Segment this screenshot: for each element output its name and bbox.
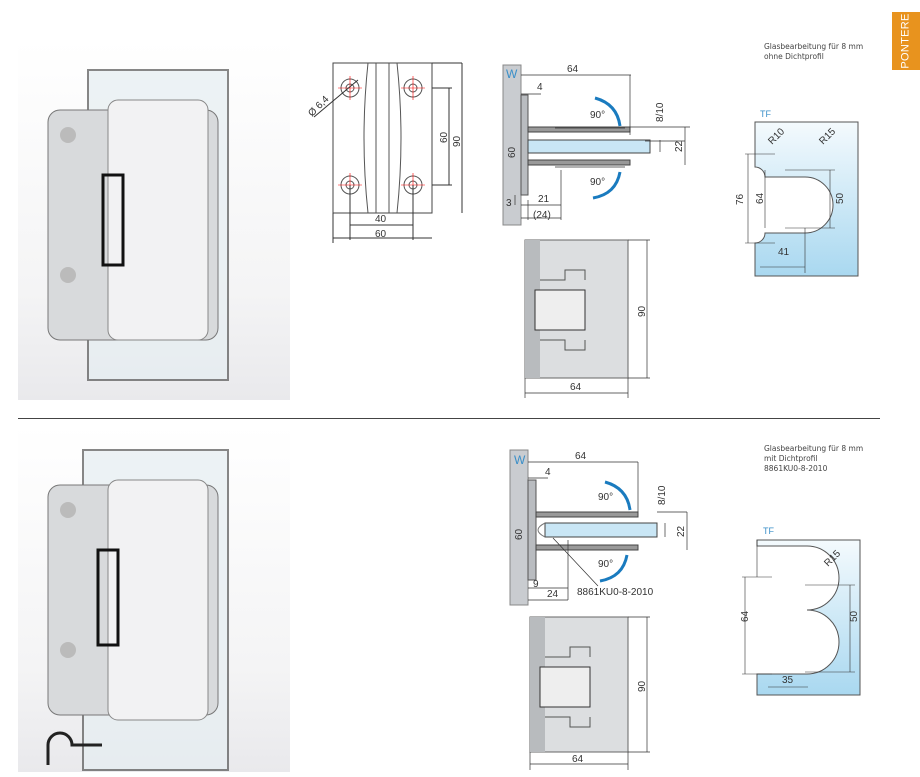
dim-90: 90 [452,135,463,147]
glass-note-bottom: Glasbearbeitung für 8 mm mit Dichtprofil… [764,444,863,474]
note-line: 8861KU0-8-2010 [764,464,828,473]
dim-41: 41 [778,247,790,258]
note-line: mit Dichtprofil [764,454,818,463]
dim-width: 64 [572,754,584,765]
dim-height: 90 [637,305,648,317]
section-tab[interactable]: PONTERE [892,12,920,70]
dim-76: 76 [735,193,746,205]
angle-down: 90° [598,559,613,570]
part-number-label: 8861KU0-8-2010 [577,587,654,598]
front-view-drawing: Ø 6,4 60 90 40 60 [306,62,463,243]
dim-24: 24 [547,589,559,600]
dim-width: 64 [570,382,582,393]
dim-40: 40 [375,214,387,225]
note-line: ohne Dichtprofil [764,52,824,61]
dim-height: 90 [637,680,648,692]
angle-up: 90° [598,492,613,503]
side-view-top: W 64 4 90° 90° 60 8/10 22 3 21 (24) [502,64,690,226]
section-divider [18,418,880,419]
note-line: Glasbearbeitung für 8 mm [764,42,864,51]
angle-down: 90° [590,177,605,188]
hinge-photo-bottom [18,425,290,772]
dim-21: 21 [538,194,550,205]
wall-label: W [506,67,518,81]
wall-label: W [514,453,526,467]
dim-60-width: 60 [375,229,387,240]
dim-length: 64 [575,451,587,462]
dim-height: 60 [507,146,518,158]
hole-diameter: Ø 6,4 [306,94,331,119]
cutout-label: TF [763,526,774,536]
hinge-image [46,449,229,771]
dim-height: 60 [514,528,525,540]
dim-64: 64 [755,192,766,204]
angle-up: 90° [590,110,605,121]
section-tab-label: PONTERE [900,13,912,69]
dim-24: (24) [533,210,551,221]
dim-thickness: 22 [676,525,687,537]
bottom-view-bottom: 90 64 [529,616,650,770]
dim-60: 60 [439,131,450,143]
dim-offset: 4 [537,82,543,93]
dim-50: 50 [849,610,860,622]
dim-offset: 4 [545,467,551,478]
glass-note-top: Glasbearbeitung für 8 mm ohne Dichtprofi… [764,42,863,62]
note-line: Glasbearbeitung für 8 mm [764,444,864,453]
dim-base: 9 [533,579,539,590]
side-view-bottom: W 64 4 90° 90° 60 8/10 22 9 24 8861KU0-8… [509,449,688,606]
dim-50: 50 [835,192,846,204]
hinge-photo-top [18,40,290,400]
glass-cutout-top: TF R10 R15 76 64 50 41 [735,109,859,277]
glass-cutout-bottom: TF R15 64 50 35 [740,526,861,696]
dim-64: 64 [740,610,751,622]
dim-base: 3 [506,198,512,209]
dim-glass: 8/10 [657,485,668,505]
hinge-image [47,69,229,381]
dim-length: 64 [567,64,579,75]
bottom-view-top: 90 64 [524,239,650,398]
dim-glass: 8/10 [655,102,666,122]
dim-35: 35 [782,675,794,686]
cutout-label: TF [760,109,771,119]
dim-thickness: 22 [674,140,685,152]
